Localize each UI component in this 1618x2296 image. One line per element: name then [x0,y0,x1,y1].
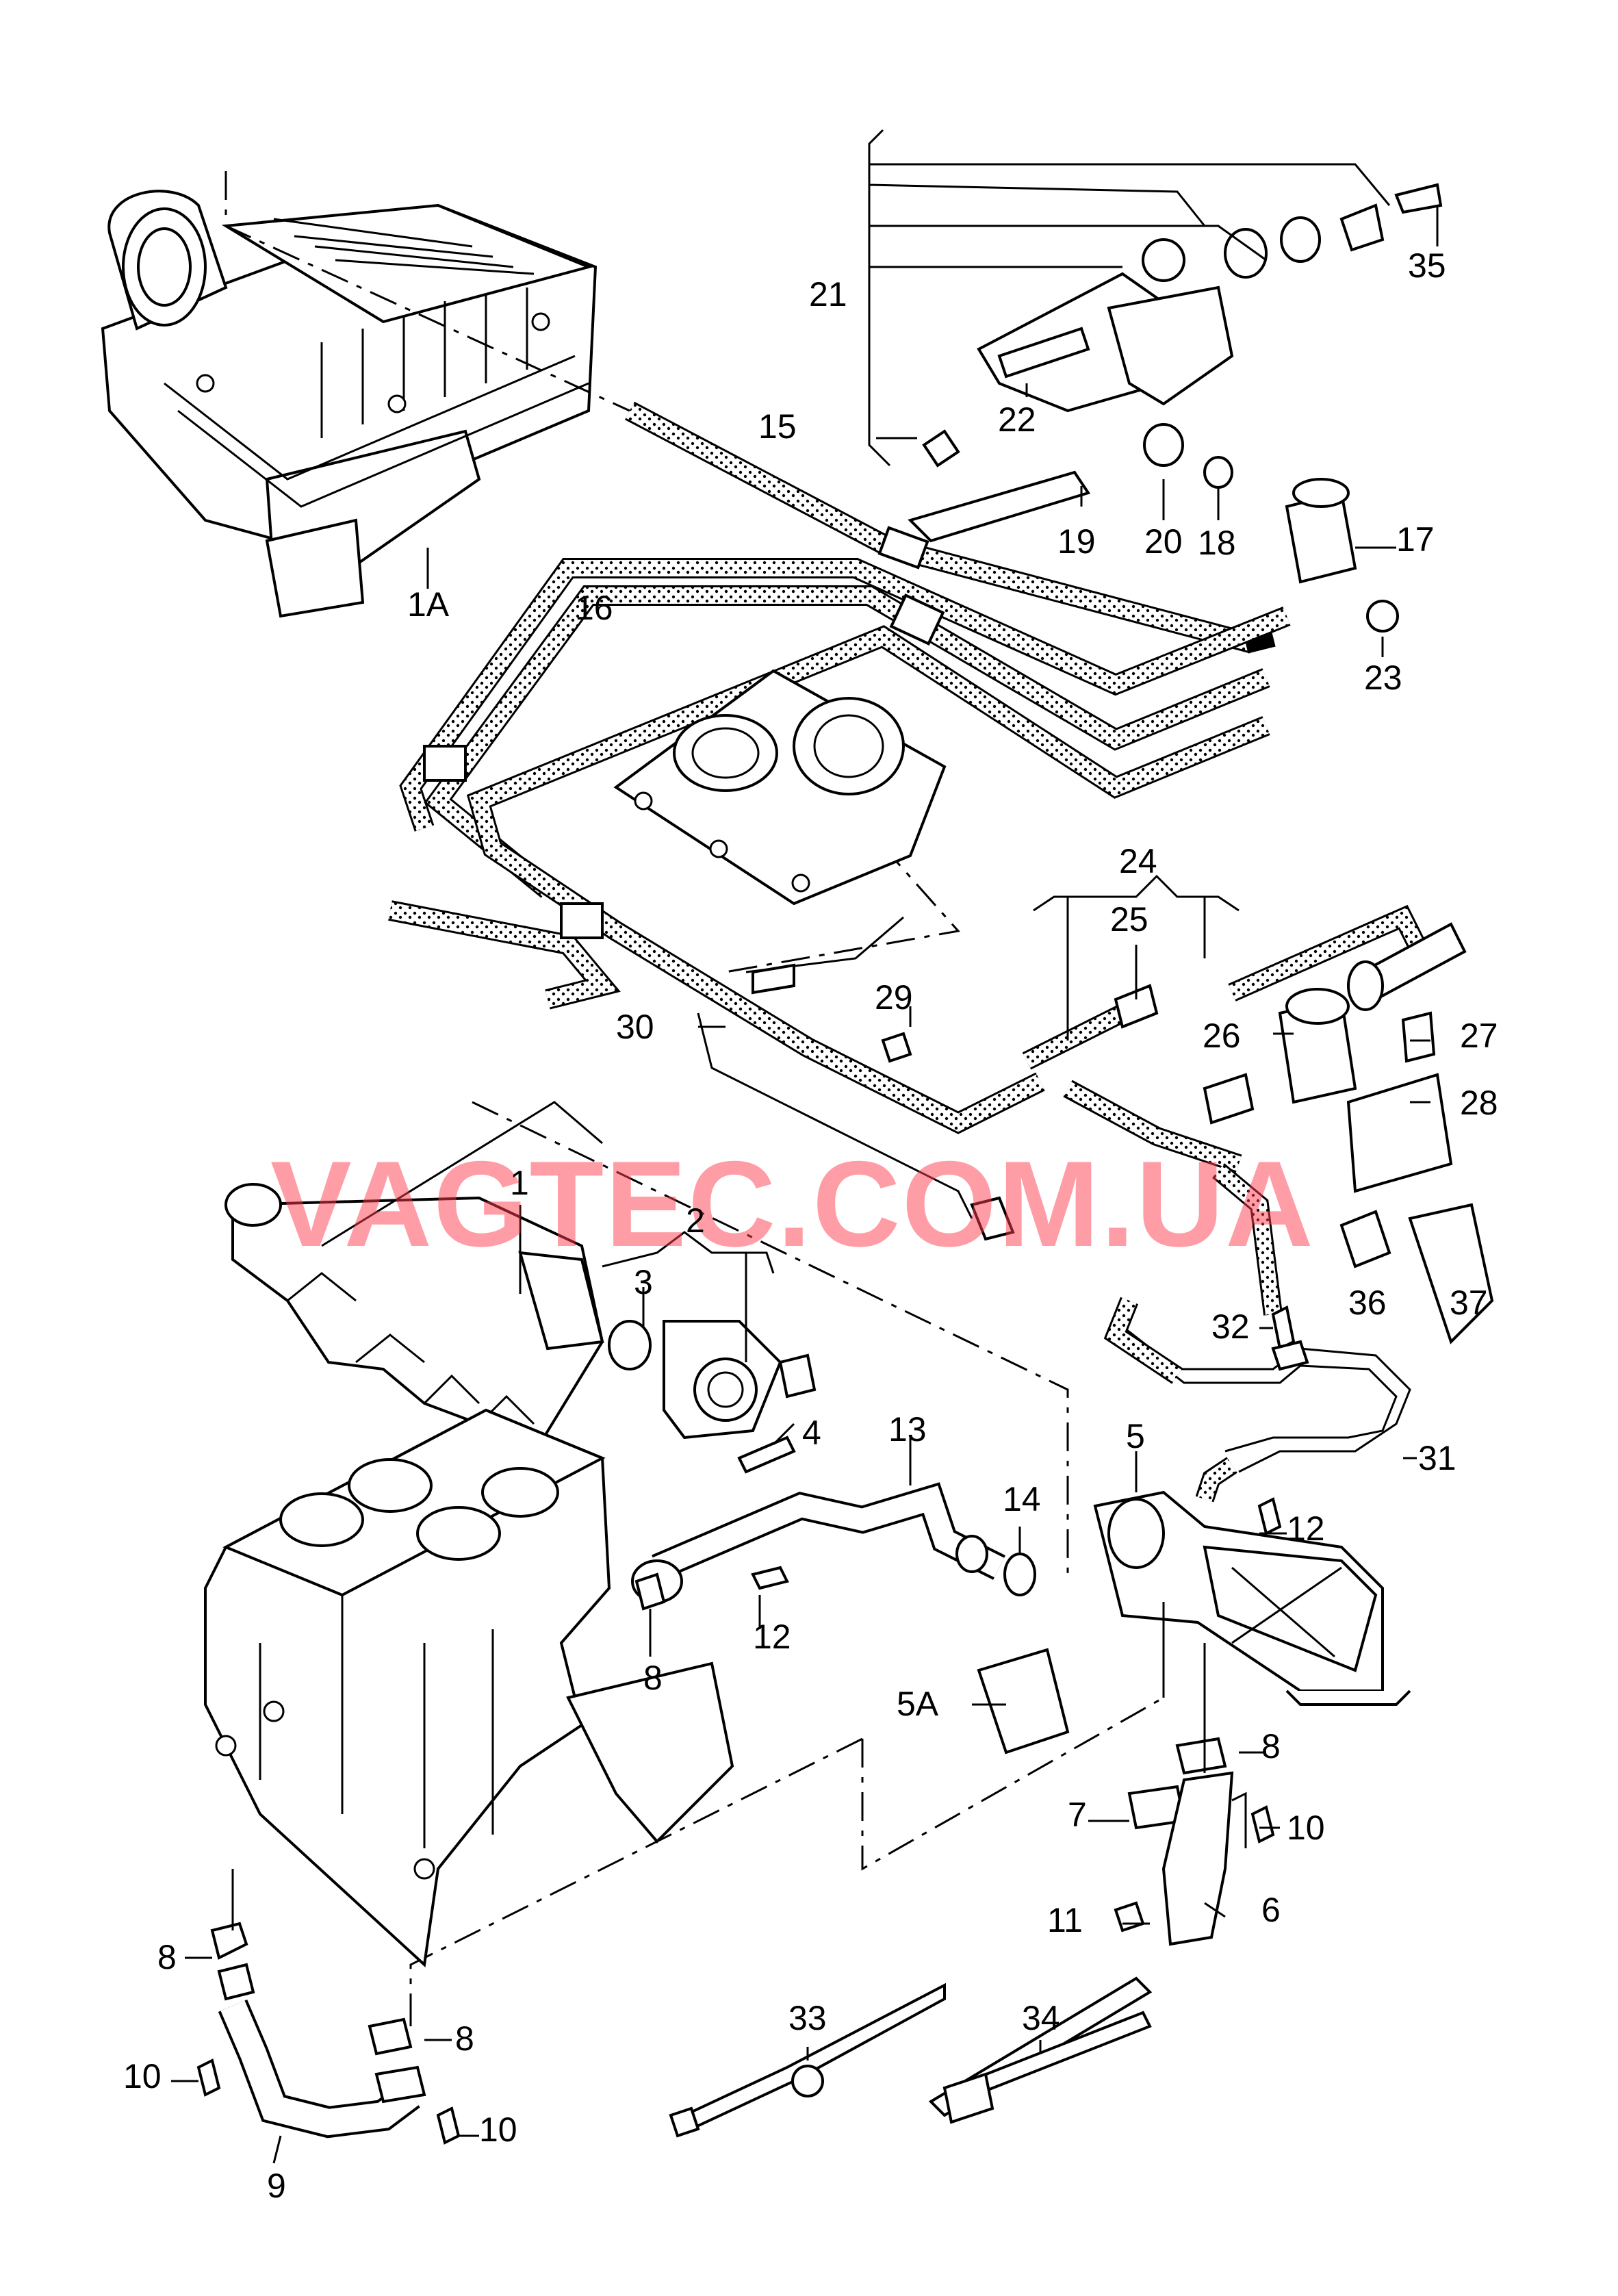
bracket-1 [321,1101,603,1294]
callout-4: 4 [802,1414,821,1452]
leaders-9 [171,1869,479,2164]
callout-27: 27 [1460,1017,1498,1055]
callout-13: 13 [888,1410,927,1449]
callout-21: 21 [809,275,847,314]
callout-37: 37 [1450,1284,1488,1322]
bracket-21 [868,129,1391,467]
callout-5a: 5A [897,1685,939,1723]
callout-9: 9 [267,2167,286,2205]
callout-14: 14 [1003,1480,1041,1518]
leaders-manifold [642,1287,795,1446]
callout-18: 18 [1198,524,1236,562]
callout-6: 6 [1261,1891,1281,1929]
callout-17: 17 [1396,520,1435,559]
bracket-5 [1088,1451,1247,1925]
callout-31: 31 [1418,1439,1456,1477]
watermark: VAGTEC.COM.UA [270,1136,1315,1272]
callout-12-egr: 12 [753,1618,791,1656]
callout-30: 30 [616,1008,654,1046]
callout-26: 26 [1203,1017,1241,1055]
callout-7: 7 [1068,1796,1087,1834]
callout-35: 35 [1408,246,1446,285]
bracket-2 [602,1231,775,1362]
assembly-line-manifold [472,1101,1069,1581]
bracket-assembly [908,183,1443,633]
egr-cooler [977,1490,1411,1946]
callout-1a: 1A [407,585,450,624]
leaders-cooler [972,1532,1287,1829]
callout-36: 36 [1348,1284,1387,1322]
callout-1: 1 [510,1164,529,1202]
callout-32: 32 [1211,1308,1250,1346]
bracket-24 [1033,874,1240,1041]
cable-tie-33 [669,1982,946,2138]
engine-block [204,1408,734,1968]
callout-10-left: 10 [123,2057,162,2095]
callout-29: 29 [875,978,913,1017]
callout-28: 28 [1460,1084,1498,1122]
callout-19: 19 [1057,522,1096,561]
leaders-mid-right [698,945,1430,1104]
leaders-top-right [1025,205,1439,657]
callout-8-pipe: 8 [455,2019,474,2058]
callout-24: 24 [1119,842,1157,880]
callout-12-cooler: 12 [1287,1509,1325,1548]
exhaust-pipe-9 [196,1922,461,2145]
air-filter-housing [101,190,598,618]
callout-10-right: 10 [479,2110,517,2149]
callout-15: 15 [758,407,797,446]
callout-11: 11 [1047,1901,1083,1939]
callout-23: 23 [1364,659,1402,697]
valves-group [697,904,1494,1344]
cylinder-head-cover [613,669,947,995]
callout-8-cooler: 8 [1261,1727,1281,1765]
callout-labels: 1A 1 2 3 4 5 5A 6 7 8 8 8 8 9 10 10 10 1… [123,246,1498,2205]
callout-22: 22 [998,400,1036,439]
callout-16: 16 [575,589,613,627]
callout-8-block: 8 [157,1938,177,1976]
egr-pipe [631,1482,1036,1611]
cable-tie-34 [928,1976,1153,2124]
callout-10-cooler: 10 [1287,1809,1325,1847]
intake-manifold [224,1183,817,1474]
callout-8-egr: 8 [643,1659,663,1697]
callout-5: 5 [1126,1417,1145,1455]
leaders-egr [649,1438,1021,1657]
callout-3: 3 [634,1263,653,1301]
leaders-31 [1259,1327,1417,1459]
callout-20: 20 [1144,522,1183,561]
vacuum-pipe-31 [1103,1297,1411,1503]
vacuum-hoses [388,401,1291,1134]
assembly-line-block [409,1696,1164,2013]
callout-25: 25 [1110,900,1148,939]
callout-34: 34 [1022,1999,1060,2037]
callout-33: 33 [788,1999,827,2037]
callout-2: 2 [686,1201,705,1240]
assembly-line-top [224,171,630,412]
